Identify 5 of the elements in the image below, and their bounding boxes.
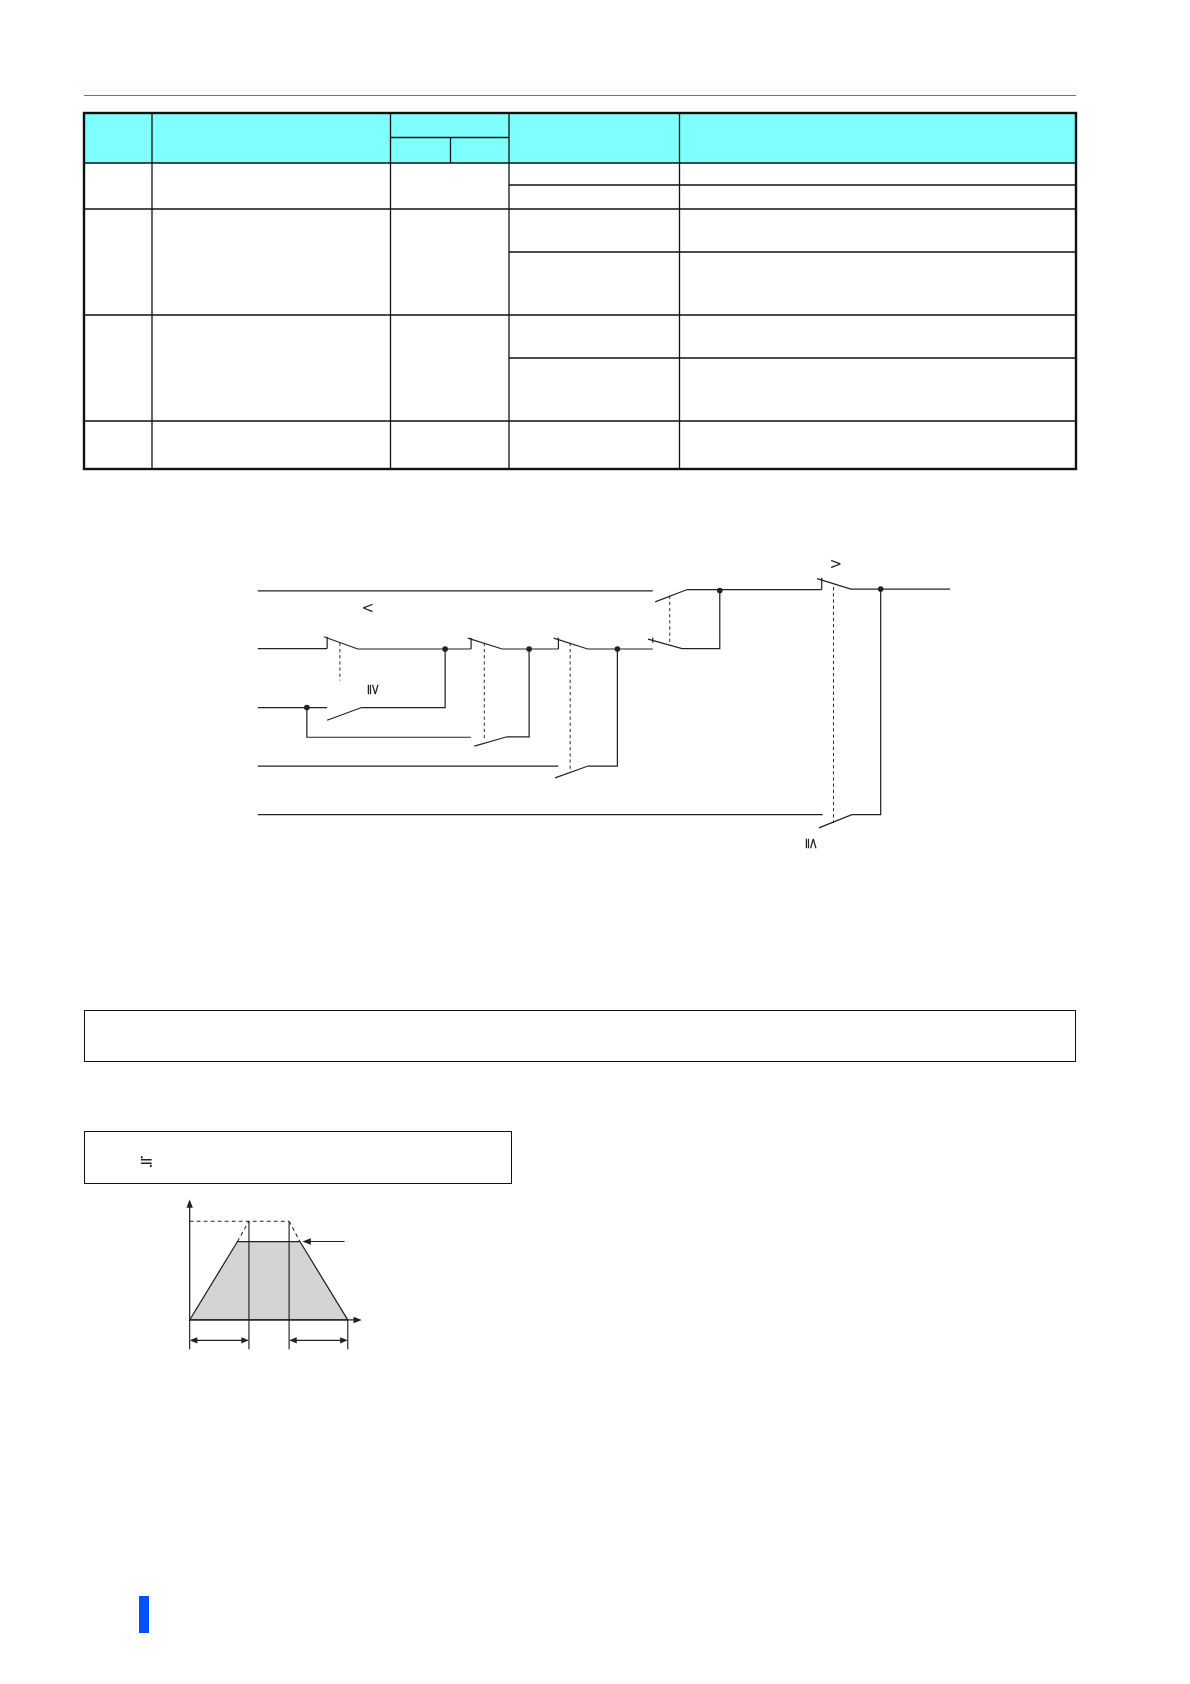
comparison-sign: ≦ xyxy=(803,836,819,850)
comparison-sign: > xyxy=(829,556,843,572)
note-box xyxy=(84,1131,512,1184)
empty-box xyxy=(84,1010,1076,1062)
approx-equal-sign: ≒ xyxy=(139,1153,154,1170)
